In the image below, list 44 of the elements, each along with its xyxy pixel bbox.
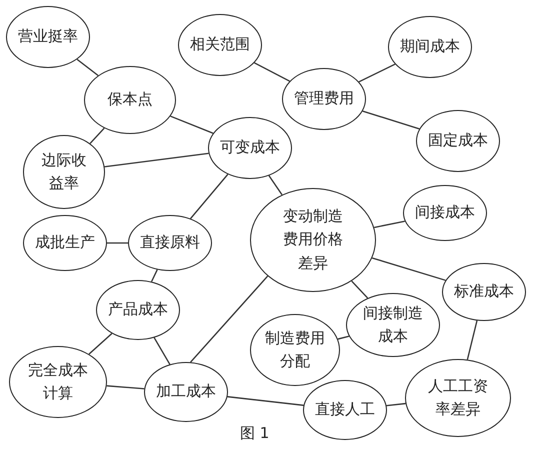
- connector-line: [154, 337, 170, 365]
- concept-label: 期间成本: [399, 36, 461, 58]
- concept-label: 加工成本: [155, 381, 217, 402]
- concept-label: 直接原料: [139, 232, 201, 254]
- concept-label: 标准成本: [453, 281, 515, 302]
- connector-line: [104, 152, 209, 168]
- concept-label: 营业挺率: [17, 26, 79, 48]
- connector-line: [227, 396, 304, 406]
- concept-label: 产品成本: [107, 299, 169, 320]
- concept-label: 边际收益率: [42, 150, 86, 194]
- concept-label: 相关范围: [189, 34, 251, 56]
- concept-label: 保本点: [106, 89, 154, 110]
- concept-label: 人工工资率差异: [428, 376, 488, 420]
- connector-line: [466, 320, 478, 360]
- connector-line: [150, 269, 158, 282]
- figure-caption: 图 1: [240, 423, 270, 444]
- concept-label: 可变成本: [219, 137, 281, 158]
- concept-label: 成批生产: [34, 232, 96, 254]
- concept-label: 固定成本: [427, 130, 489, 152]
- connector-line: [106, 385, 144, 390]
- connector-line: [362, 110, 420, 130]
- connector-line: [374, 220, 405, 228]
- concept-label: 间接成本: [414, 202, 476, 224]
- concept-label: 管理费用: [293, 88, 355, 110]
- concept-label: 直接人工: [314, 399, 376, 420]
- concept-label: 完全成本计算: [28, 360, 88, 404]
- connector-line: [88, 333, 112, 355]
- connector-line: [351, 280, 368, 298]
- connector-line: [190, 174, 228, 219]
- connector-line: [386, 402, 406, 406]
- connector-line: [76, 58, 98, 76]
- connector-line: [107, 242, 128, 244]
- connector-line: [372, 257, 446, 281]
- connector-line: [254, 62, 290, 82]
- connector-line: [358, 64, 396, 82]
- connector-line: [190, 276, 268, 363]
- concept-label: 间接制造成本: [363, 302, 423, 347]
- connector-line: [338, 336, 350, 340]
- concept-label: 制造费用分配: [265, 328, 325, 372]
- connector-line: [268, 175, 283, 196]
- connector-line: [90, 128, 105, 144]
- concept-ellipse: [282, 68, 366, 130]
- concept-label: 变动制造费用价格差异: [283, 206, 343, 274]
- connector-line: [170, 116, 214, 134]
